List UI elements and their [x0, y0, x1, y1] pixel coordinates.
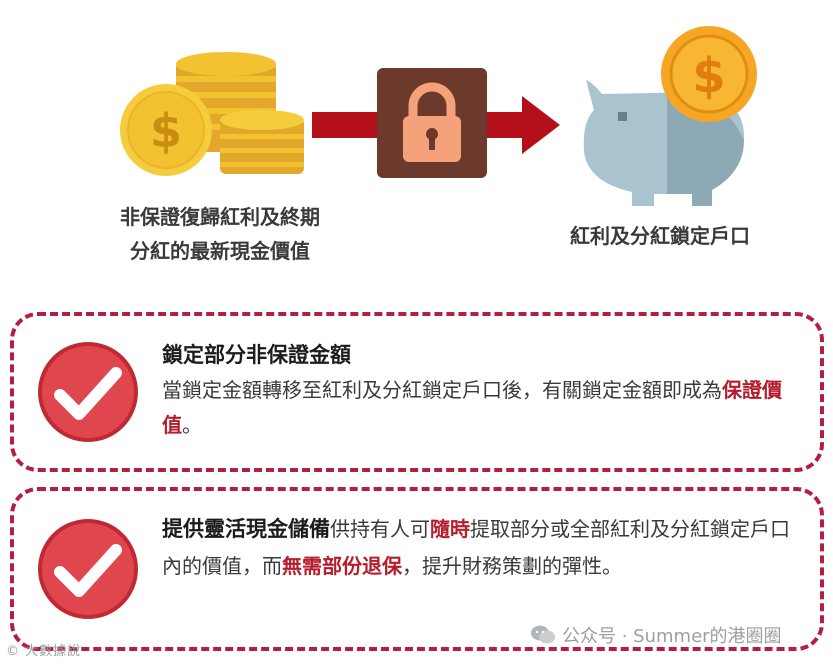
coin-dollar-sign: $	[150, 104, 182, 158]
highlight-text: 隨時	[430, 517, 470, 541]
source-label-line2: 分紅的最新現金價值	[130, 239, 310, 263]
card-title: 提供靈活現金儲備	[162, 517, 330, 541]
highlight-text: 保證價值	[162, 378, 782, 437]
source-label: 非保證復歸紅利及終期 分紅的最新現金價值	[70, 200, 370, 268]
padlock-icon	[377, 68, 487, 178]
highlight-text: 無需部份退保	[282, 554, 402, 578]
card-body: 當鎖定金額轉移至紅利及分紅鎖定戶口後，有關鎖定金額即成為保證價值。	[162, 373, 790, 443]
feature-card-cash-reserve: 提供靈活現金儲備供持有人可隨時提取部分或全部紅利及分紅鎖定戶口內的價值，而無需部…	[10, 487, 824, 651]
card-title: 鎖定部分非保證金額	[162, 343, 351, 367]
card-body-text: 當鎖定金額轉移至紅利及分紅鎖定戶口後，有關鎖定金額即成為	[162, 378, 722, 402]
card-text: 提供靈活現金儲備供持有人可隨時提取部分或全部紅利及分紅鎖定戶口內的價值，而無需部…	[162, 511, 790, 585]
red-arrow-icon	[312, 96, 560, 154]
source-label-line1: 非保證復歸紅利及終期	[120, 205, 320, 229]
coin-dollar-sign: $	[692, 48, 725, 104]
watermark-right: 公众号 · Summer的港圈圈	[530, 622, 782, 648]
card-body-text: 提取部分或全部紅利及分紅鎖定戶口內的價值，而	[162, 517, 790, 578]
destination-label: 紅利及分紅鎖定戶口	[570, 224, 750, 248]
card-text: 鎖定部分非保證金額 當鎖定金額轉移至紅利及分紅鎖定戶口後，有關鎖定金額即成為保證…	[162, 338, 790, 443]
watermark-text: 公众号 · Summer的港圈圈	[562, 626, 782, 647]
card-body-text: 供持有人可	[330, 517, 430, 541]
watermark-left: © 大數據說	[6, 644, 82, 659]
check-icon	[38, 342, 138, 442]
gold-coins-icon: $	[120, 52, 304, 176]
piggy-bank-icon: $	[583, 26, 757, 206]
check-icon	[38, 519, 138, 619]
wechat-icon	[531, 625, 555, 644]
card-body-text: 。	[182, 413, 202, 437]
card-body-text: ，提升財務策劃的彈性。	[402, 554, 622, 578]
feature-card-lock: 鎖定部分非保證金額 當鎖定金額轉移至紅利及分紅鎖定戶口後，有關鎖定金額即成為保證…	[10, 312, 824, 472]
